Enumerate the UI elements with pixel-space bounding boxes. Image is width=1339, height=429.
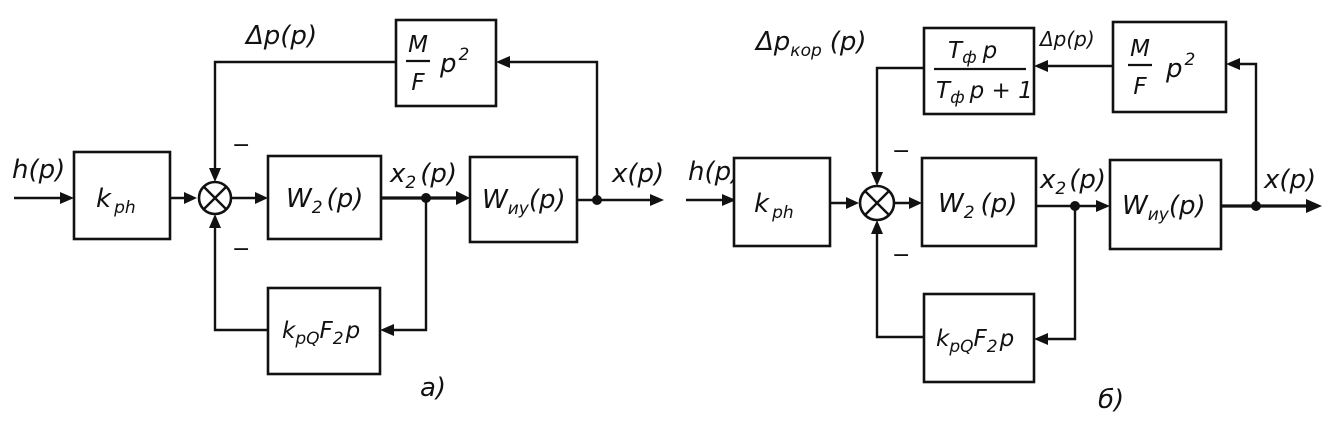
b-output-label: x(p)	[1263, 165, 1316, 195]
a-mf-input-arrow	[496, 56, 510, 68]
a-input-arrow	[60, 192, 74, 204]
b-dpkor-line	[875, 66, 924, 174]
b-minus-top: −	[892, 139, 910, 164]
b-x2-label: x2(p)	[1039, 165, 1106, 199]
b-wiu-label: Wиу(p)	[1122, 191, 1206, 225]
b-sum-top-arrow	[871, 172, 883, 186]
b-sum-bottom-arrow	[871, 220, 883, 234]
a-wiu-label: Wиу(p)	[482, 185, 566, 219]
a-minus-top: −	[232, 133, 250, 158]
b-sum-cross-2	[864, 190, 890, 216]
a-sum-bottom-arrow	[209, 214, 221, 228]
a-kpq-block	[266, 286, 382, 376]
a-output-label: x(p)	[611, 159, 664, 189]
b-filter-input-arrow	[1034, 60, 1048, 72]
b-dp-label: Δp(p)	[1038, 27, 1095, 51]
b-w2-block	[920, 156, 1038, 248]
a-w2-label: W2(p)	[286, 184, 363, 218]
a-dp-label: Δp(p)	[244, 21, 317, 51]
b-filter-block	[922, 26, 1036, 116]
a-wiu-input-arrow	[456, 191, 470, 205]
a-caption: а)	[420, 373, 446, 403]
a-dp-line	[213, 60, 396, 170]
a-w2-input-arrow	[255, 192, 268, 204]
b-minus-bottom: −	[892, 243, 910, 268]
b-mf-input-arrow	[1226, 58, 1240, 70]
b-sum-input-arrow	[846, 197, 859, 209]
b-w2-input-arrow	[909, 197, 922, 209]
b-kpq-to-sum-line	[875, 232, 924, 339]
a-kpq-to-sum-line	[213, 226, 268, 332]
b-mf-feedback-line	[1238, 62, 1258, 206]
b-kpq-input-arrow	[1034, 333, 1048, 345]
b-input-arrow	[722, 194, 736, 206]
a-kpq-feedback-line	[392, 198, 428, 332]
a-mf-num: M	[408, 32, 428, 58]
a-mf-feedback-line	[508, 60, 599, 200]
b-wiu-input-arrow	[1096, 200, 1110, 212]
a-mf-block	[394, 18, 498, 108]
b-caption: б)	[1098, 385, 1124, 415]
a-kpq-label: kpQF2p	[282, 318, 360, 349]
a-x2-label: x2(p)	[389, 159, 457, 193]
a-kpq-input-arrow	[380, 324, 394, 336]
b-kpq-feedback-line	[1046, 206, 1077, 341]
a-wiu-block	[468, 155, 579, 244]
a-output-arrow	[650, 194, 664, 206]
b-kph-block	[732, 156, 832, 248]
a-sum-cross-2	[203, 186, 227, 210]
a-kph-block	[72, 150, 172, 241]
a-mf-den: F	[411, 70, 425, 96]
a-input-label: h(p)	[12, 155, 65, 185]
b-w2-label: W2(p)	[938, 189, 1017, 223]
a-sum-top-arrow	[209, 168, 221, 182]
b-kpq-label: kpQF2p	[936, 326, 1014, 357]
b-output-arrow	[1306, 199, 1322, 213]
b-input-label: h(p)	[688, 157, 741, 187]
b-mf-den: F	[1133, 74, 1147, 100]
a-minus-bottom: −	[232, 237, 250, 262]
a-w2-block	[266, 154, 383, 241]
b-dpkor-label: Δpкор(p)	[754, 27, 867, 61]
b-mf-num: M	[1130, 36, 1150, 62]
a-sum-input-arrow	[184, 192, 197, 204]
